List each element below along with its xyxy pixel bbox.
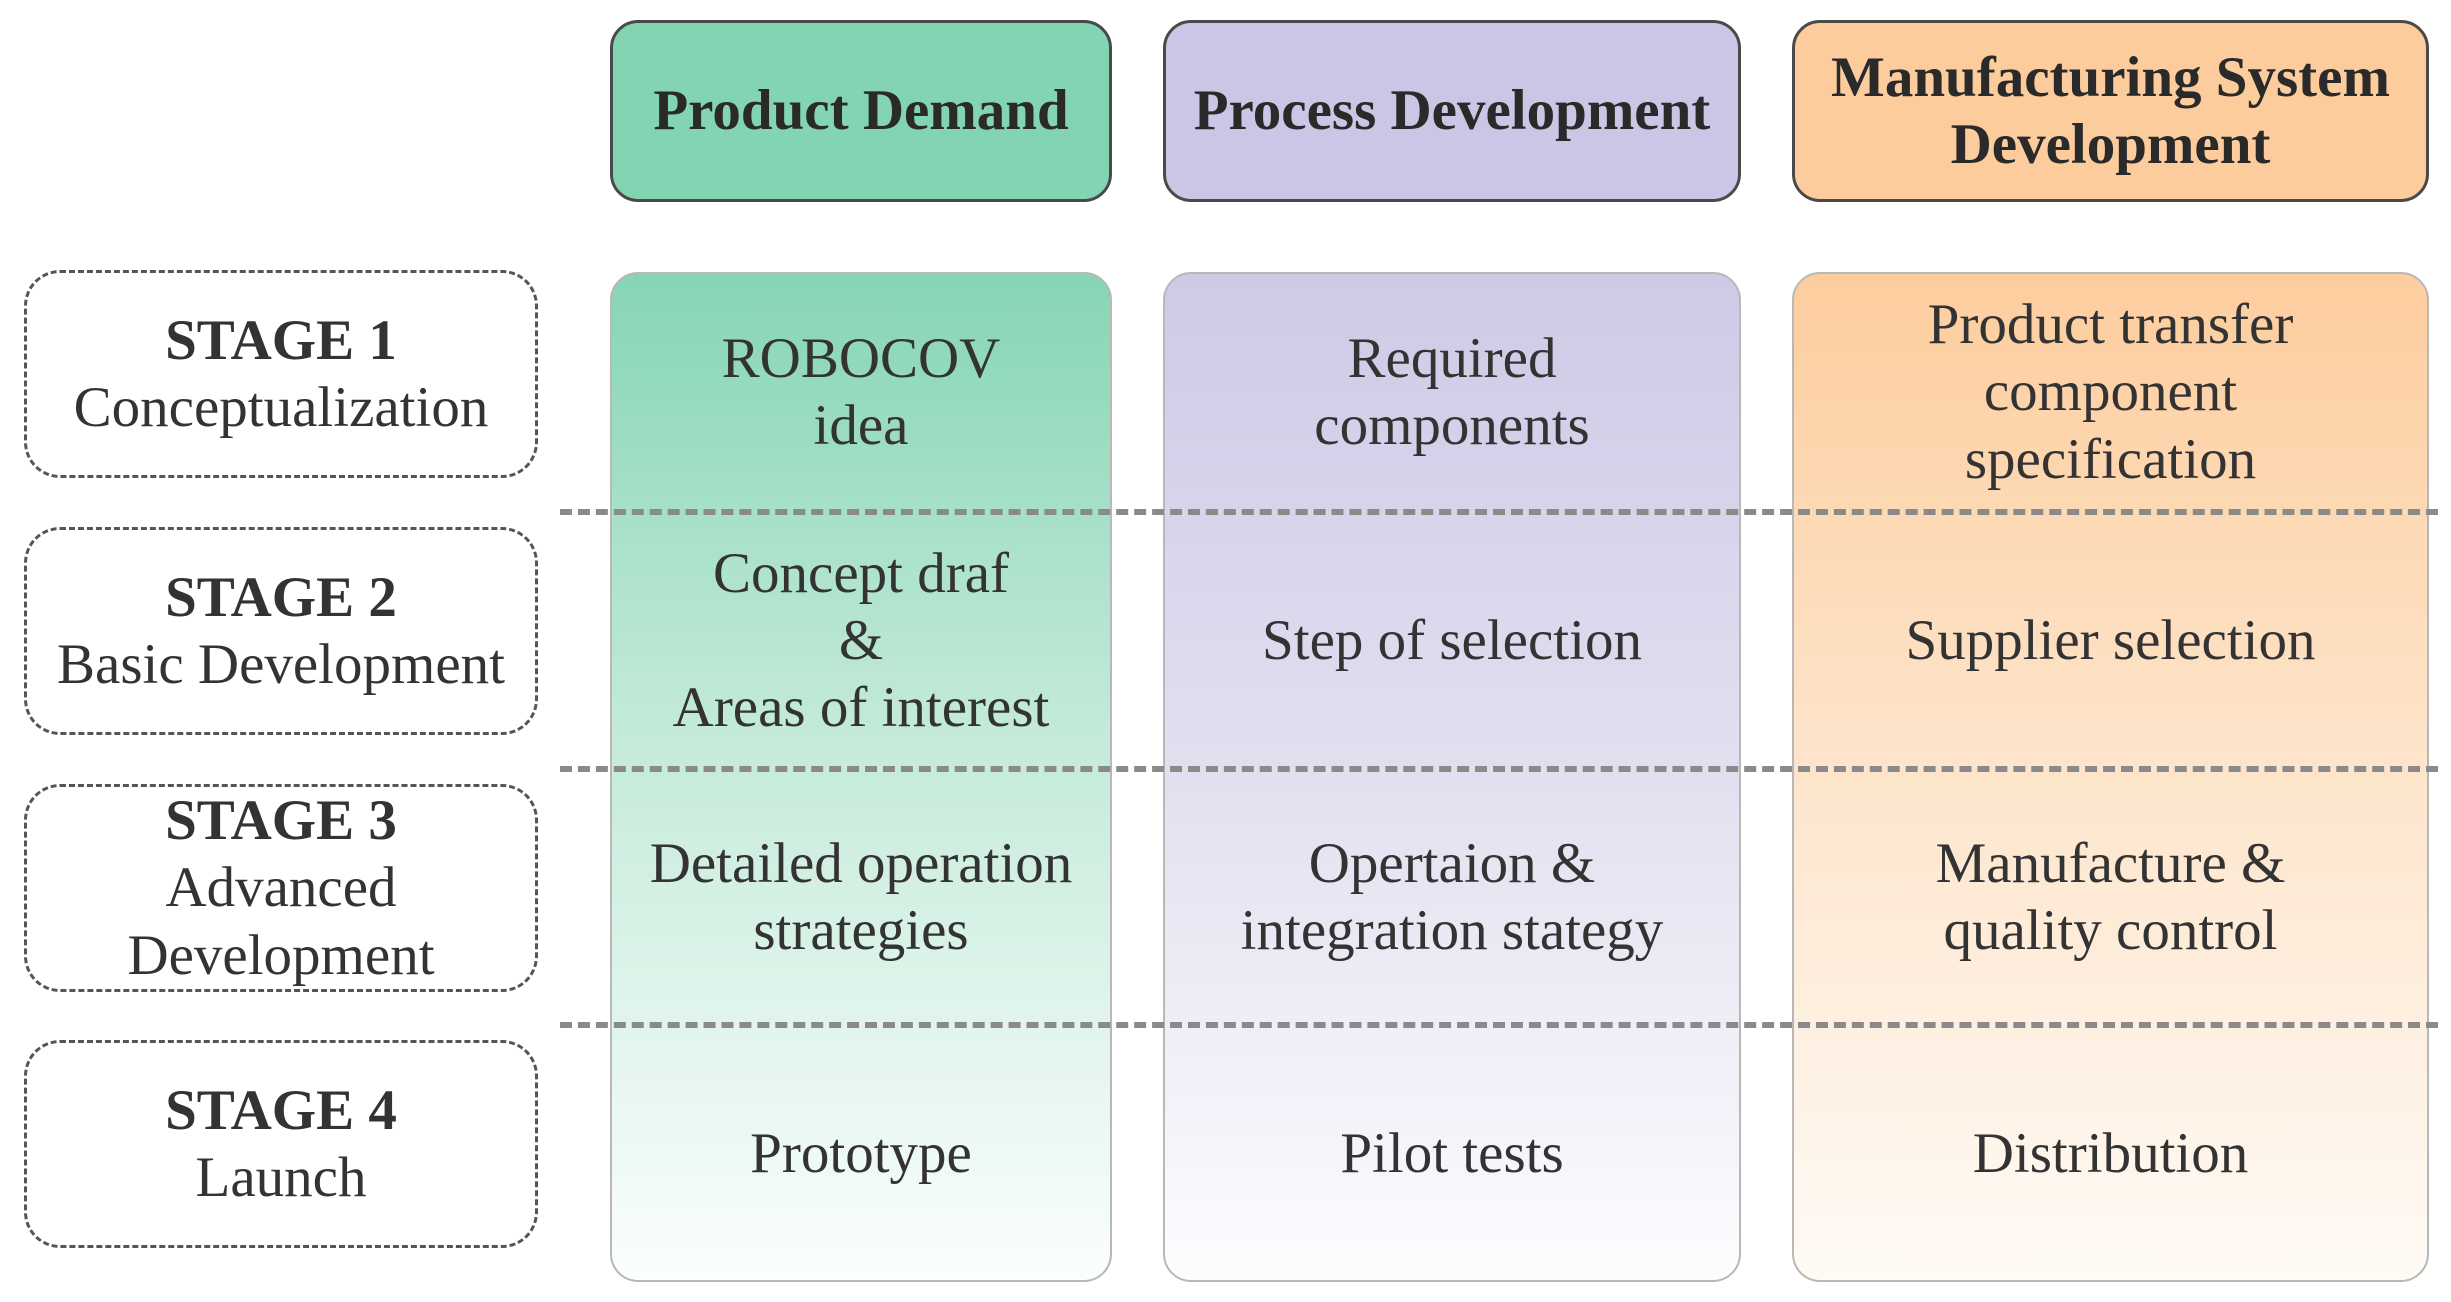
stage-4-title: STAGE 4 [165, 1078, 397, 1142]
process-development-column [1163, 272, 1741, 1282]
process-development-stage-3: Opertaion & integration stategy [1240, 831, 1664, 962]
stage-1-box: STAGE 1 Conceptualization [24, 270, 538, 478]
product-demand-column [610, 272, 1112, 1282]
stage-4-box: STAGE 4 Launch [24, 1040, 538, 1248]
row-divider-1 [560, 509, 2438, 515]
header-process-development: Process Development [1163, 20, 1741, 202]
stage-3-title: STAGE 3 [165, 789, 397, 853]
process-development-stage-1: Required components [1314, 326, 1590, 457]
stage-1-name: Conceptualization [73, 376, 489, 439]
manufacturing-system-stage-4: Distribution [1972, 1121, 2249, 1185]
stage-2-box: STAGE 2 Basic Development [24, 527, 538, 735]
stage-3-name: Advanced Development [127, 856, 435, 987]
product-demand-stage-1: ROBOCOV idea [721, 326, 1001, 457]
manufacturing-system-column [1792, 272, 2429, 1282]
header-manufacturing-system: Manufacturing System Development [1792, 20, 2429, 202]
manufacturing-system-stage-3: Manufacture & quality control [1935, 831, 2286, 962]
stage-2-name: Basic Development [57, 633, 505, 696]
header-manufacturing-system-label: Manufacturing System Development [1831, 45, 2390, 176]
header-product-demand-label: Product Demand [653, 79, 1069, 143]
stage-2-title: STAGE 2 [165, 565, 397, 629]
manufacturing-system-stage-2: Supplier selection [1905, 608, 2316, 672]
process-development-stage-4: Pilot tests [1340, 1121, 1564, 1185]
stage-3-box: STAGE 3 Advanced Development [24, 784, 538, 992]
product-demand-stage-3: Detailed operation strategies [649, 831, 1073, 962]
stage-1-title: STAGE 1 [165, 308, 397, 372]
row-divider-2 [560, 766, 2438, 772]
product-demand-stage-4: Prototype [750, 1121, 972, 1185]
manufacturing-system-stage-1: Product transfer component specification [1927, 293, 2294, 491]
stage-4-name: Launch [195, 1146, 367, 1209]
process-development-stage-2: Step of selection [1262, 608, 1642, 672]
row-divider-3 [560, 1022, 2438, 1028]
header-process-development-label: Process Development [1193, 79, 1711, 143]
header-product-demand: Product Demand [610, 20, 1112, 202]
product-demand-stage-2: Concept draf & Areas of interest [672, 541, 1050, 740]
